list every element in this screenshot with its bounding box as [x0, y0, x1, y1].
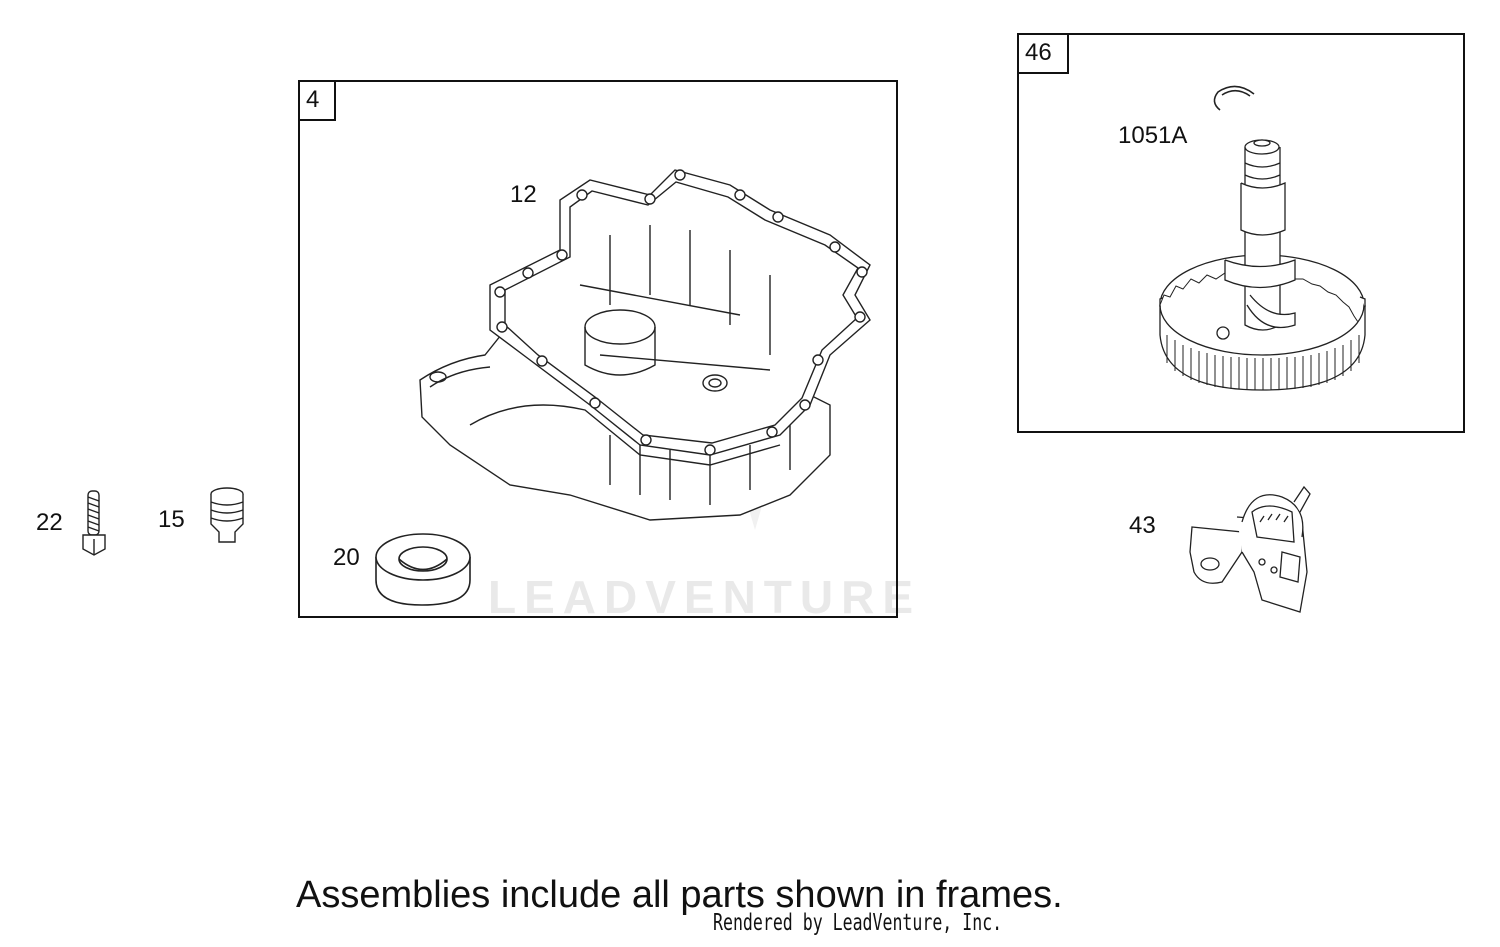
assembly-frame-4: 4: [298, 80, 898, 618]
callout-22[interactable]: 22: [36, 509, 63, 536]
retaining-ring-drawing-icon[interactable]: [1210, 84, 1262, 116]
assembly-frame-46: 46: [1017, 33, 1465, 433]
frame-label-4[interactable]: 4: [300, 82, 336, 121]
governor-bracket-drawing-icon[interactable]: [1182, 482, 1322, 617]
callout-12[interactable]: 12: [510, 181, 537, 208]
crankcase-sump-drawing-icon[interactable]: [410, 155, 880, 530]
plug-drawing-icon[interactable]: [207, 486, 247, 546]
assemblies-note: Assemblies include all parts shown in fr…: [296, 874, 1063, 916]
rendered-by-credit: Rendered by LeadVenture, Inc.: [713, 910, 1003, 936]
frame-label-46[interactable]: 46: [1019, 35, 1069, 74]
watermark-text: LEADVENTURE: [488, 571, 922, 623]
callout-15[interactable]: 15: [158, 506, 185, 533]
callout-20[interactable]: 20: [333, 544, 360, 571]
bolt-drawing-icon[interactable]: [80, 489, 108, 557]
camshaft-gear-drawing-icon[interactable]: [1155, 135, 1370, 397]
callout-43[interactable]: 43: [1129, 512, 1156, 539]
oil-seal-drawing-icon[interactable]: [374, 532, 474, 608]
callout-1051A[interactable]: 1051A: [1118, 122, 1188, 149]
